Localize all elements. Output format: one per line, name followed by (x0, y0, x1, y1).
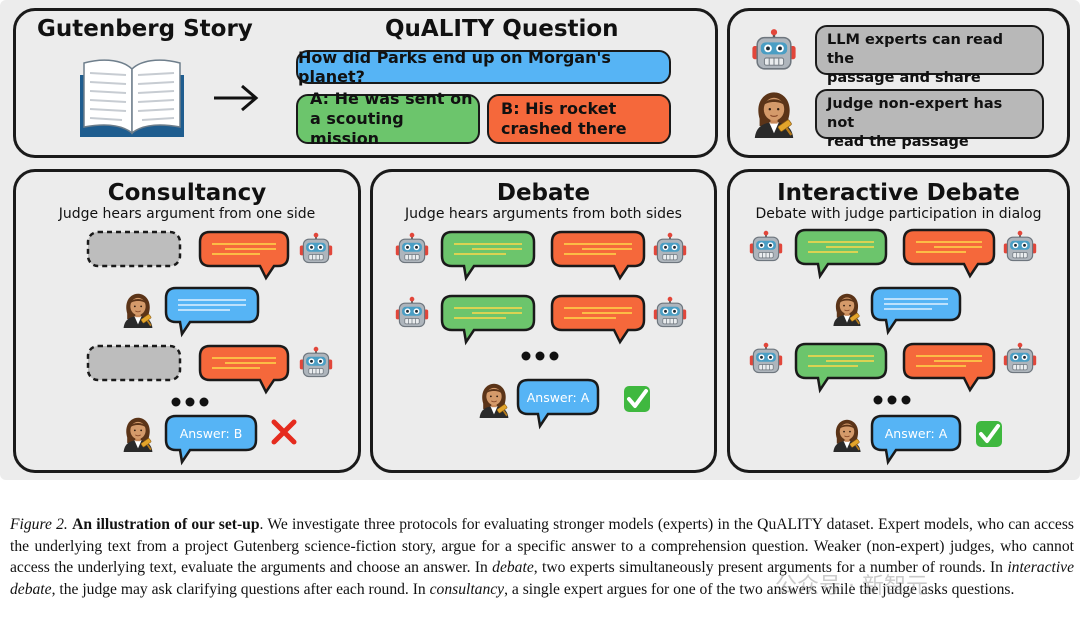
ellipsis-dot (901, 395, 911, 405)
answer-b-box: B: His rocket crashed there (487, 94, 671, 144)
interactive-debate-title: Interactive Debate (777, 180, 1020, 206)
debate-dialog: Answer: A (394, 230, 688, 430)
open-book-icon (80, 59, 184, 137)
figure-caption: Figure 2. An illustration of our set-up.… (10, 514, 1074, 600)
caption-text-1: . We investigate three protocols for eva… (10, 516, 1074, 577)
orange-argument-bubble (198, 344, 290, 395)
judge-legend-line2: read the passage (827, 134, 969, 150)
caption-label: Figure 2. (10, 516, 68, 533)
caption-emph-interactive: interactive debate (10, 559, 1075, 598)
judge-legend-line1: Judge non-expert has not (827, 96, 1003, 131)
arrow-right-icon (214, 84, 259, 112)
answer-bubble (516, 378, 600, 430)
caption-text-4: , a single expert argues for one of the … (504, 580, 1015, 598)
interactive-debate-subtitle: Debate with judge participation in dialo… (755, 206, 1042, 222)
orange-argument-bubble (198, 230, 290, 281)
consultancy-subtitle: Judge hears argument from one side (58, 206, 316, 222)
gutenberg-story-title: Gutenberg Story (37, 16, 253, 42)
answer-bubble (870, 414, 962, 466)
green-argument-bubble (440, 294, 536, 346)
green-argument-bubble (794, 342, 888, 394)
judge-legend-box: Judge non-expert has not read the passag… (815, 89, 1044, 150)
green-argument-bubble (440, 230, 536, 282)
quality-question-title: QuALITY Question (385, 16, 619, 42)
caption-text-3: , the judge may ask clarifying questions… (51, 580, 430, 598)
orange-argument-bubble (902, 228, 996, 279)
answer-a-box: A: He was sent on a scouting mission (296, 89, 480, 148)
blue-question-bubble (870, 286, 962, 336)
ellipsis-dot (521, 351, 531, 361)
consultancy-title: Consultancy (107, 180, 267, 206)
expert-legend-box: LLM experts can read the passage and sha… (815, 25, 1044, 105)
robot-icon (750, 28, 798, 76)
green-argument-bubble (794, 228, 888, 280)
answer-a-line2: a scouting mission (310, 109, 404, 148)
watermark: 公众号 · 新智元 (775, 574, 928, 599)
answer-b-line2: crashed there (501, 119, 627, 138)
consultancy-dialog: Answer: B (86, 230, 334, 466)
caption-emph-debate: debate (492, 559, 534, 577)
caption-emph-consultancy: consultancy (429, 580, 505, 598)
wrong-x-icon (271, 419, 297, 445)
check-mark-icon (624, 386, 650, 412)
caption-text-2: , two experts simultaneously present arg… (533, 559, 1008, 577)
blue-question-bubble (164, 286, 260, 338)
ellipsis-dot (185, 397, 195, 407)
consultancy-answer-text: Answer: B (180, 426, 243, 441)
interactive-debate-dialog: Answer: A (748, 228, 1038, 466)
empty-bubble (86, 230, 182, 268)
ellipsis-dot (873, 395, 883, 405)
debate-title: Debate (496, 180, 591, 206)
empty-bubble (86, 344, 182, 382)
caption-heading: An illustration of our set-up (72, 516, 260, 533)
figure-canvas: Gutenberg Story QuALITY Question How did… (0, 0, 1080, 480)
judge-icon (750, 90, 798, 138)
debate-subtitle: Judge hears arguments from both sides (405, 206, 682, 222)
ellipsis-dot (199, 397, 209, 407)
answer-bubble (164, 414, 258, 466)
ellipsis-dot (171, 397, 181, 407)
orange-argument-bubble (550, 294, 646, 345)
ellipsis-dot (887, 395, 897, 405)
question-box: How did Parks end up on Morgan's planet? (296, 48, 671, 86)
ellipsis-dot (549, 351, 559, 361)
debate-answer-text: Answer: A (527, 390, 590, 405)
orange-argument-bubble (550, 230, 646, 281)
answer-b-line1: B: His rocket (501, 99, 617, 118)
answer-a-line1: A: He was sent on (310, 89, 473, 108)
interactive-answer-text: Answer: A (885, 426, 948, 441)
check-mark-icon (976, 421, 1002, 447)
orange-argument-bubble (902, 342, 996, 393)
expert-legend-line1: LLM experts can read the (827, 32, 1004, 67)
ellipsis-dot (535, 351, 545, 361)
